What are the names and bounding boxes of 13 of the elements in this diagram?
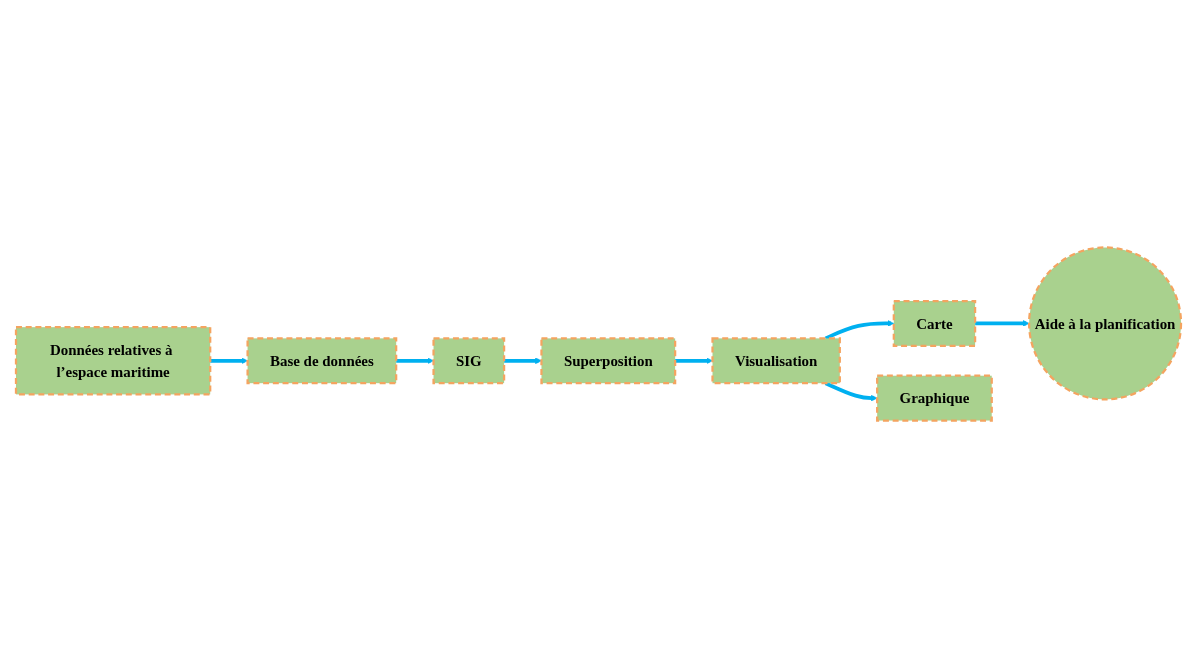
node-box: Base de données	[246, 337, 398, 385]
node-box: Données relatives à l’espace maritime	[14, 326, 212, 396]
arrow	[396, 357, 434, 365]
node-box: Superposition	[540, 337, 677, 385]
node-box: Visualisation	[711, 337, 841, 385]
arrow	[675, 357, 713, 365]
arrow	[975, 320, 1030, 327]
arrow	[504, 357, 542, 365]
arrow	[210, 357, 248, 365]
node-circle: Aide à la planification	[1027, 246, 1183, 401]
node-box: Graphique	[876, 374, 993, 422]
node-box: Carte	[892, 299, 977, 347]
node-box: SIG	[432, 337, 506, 385]
